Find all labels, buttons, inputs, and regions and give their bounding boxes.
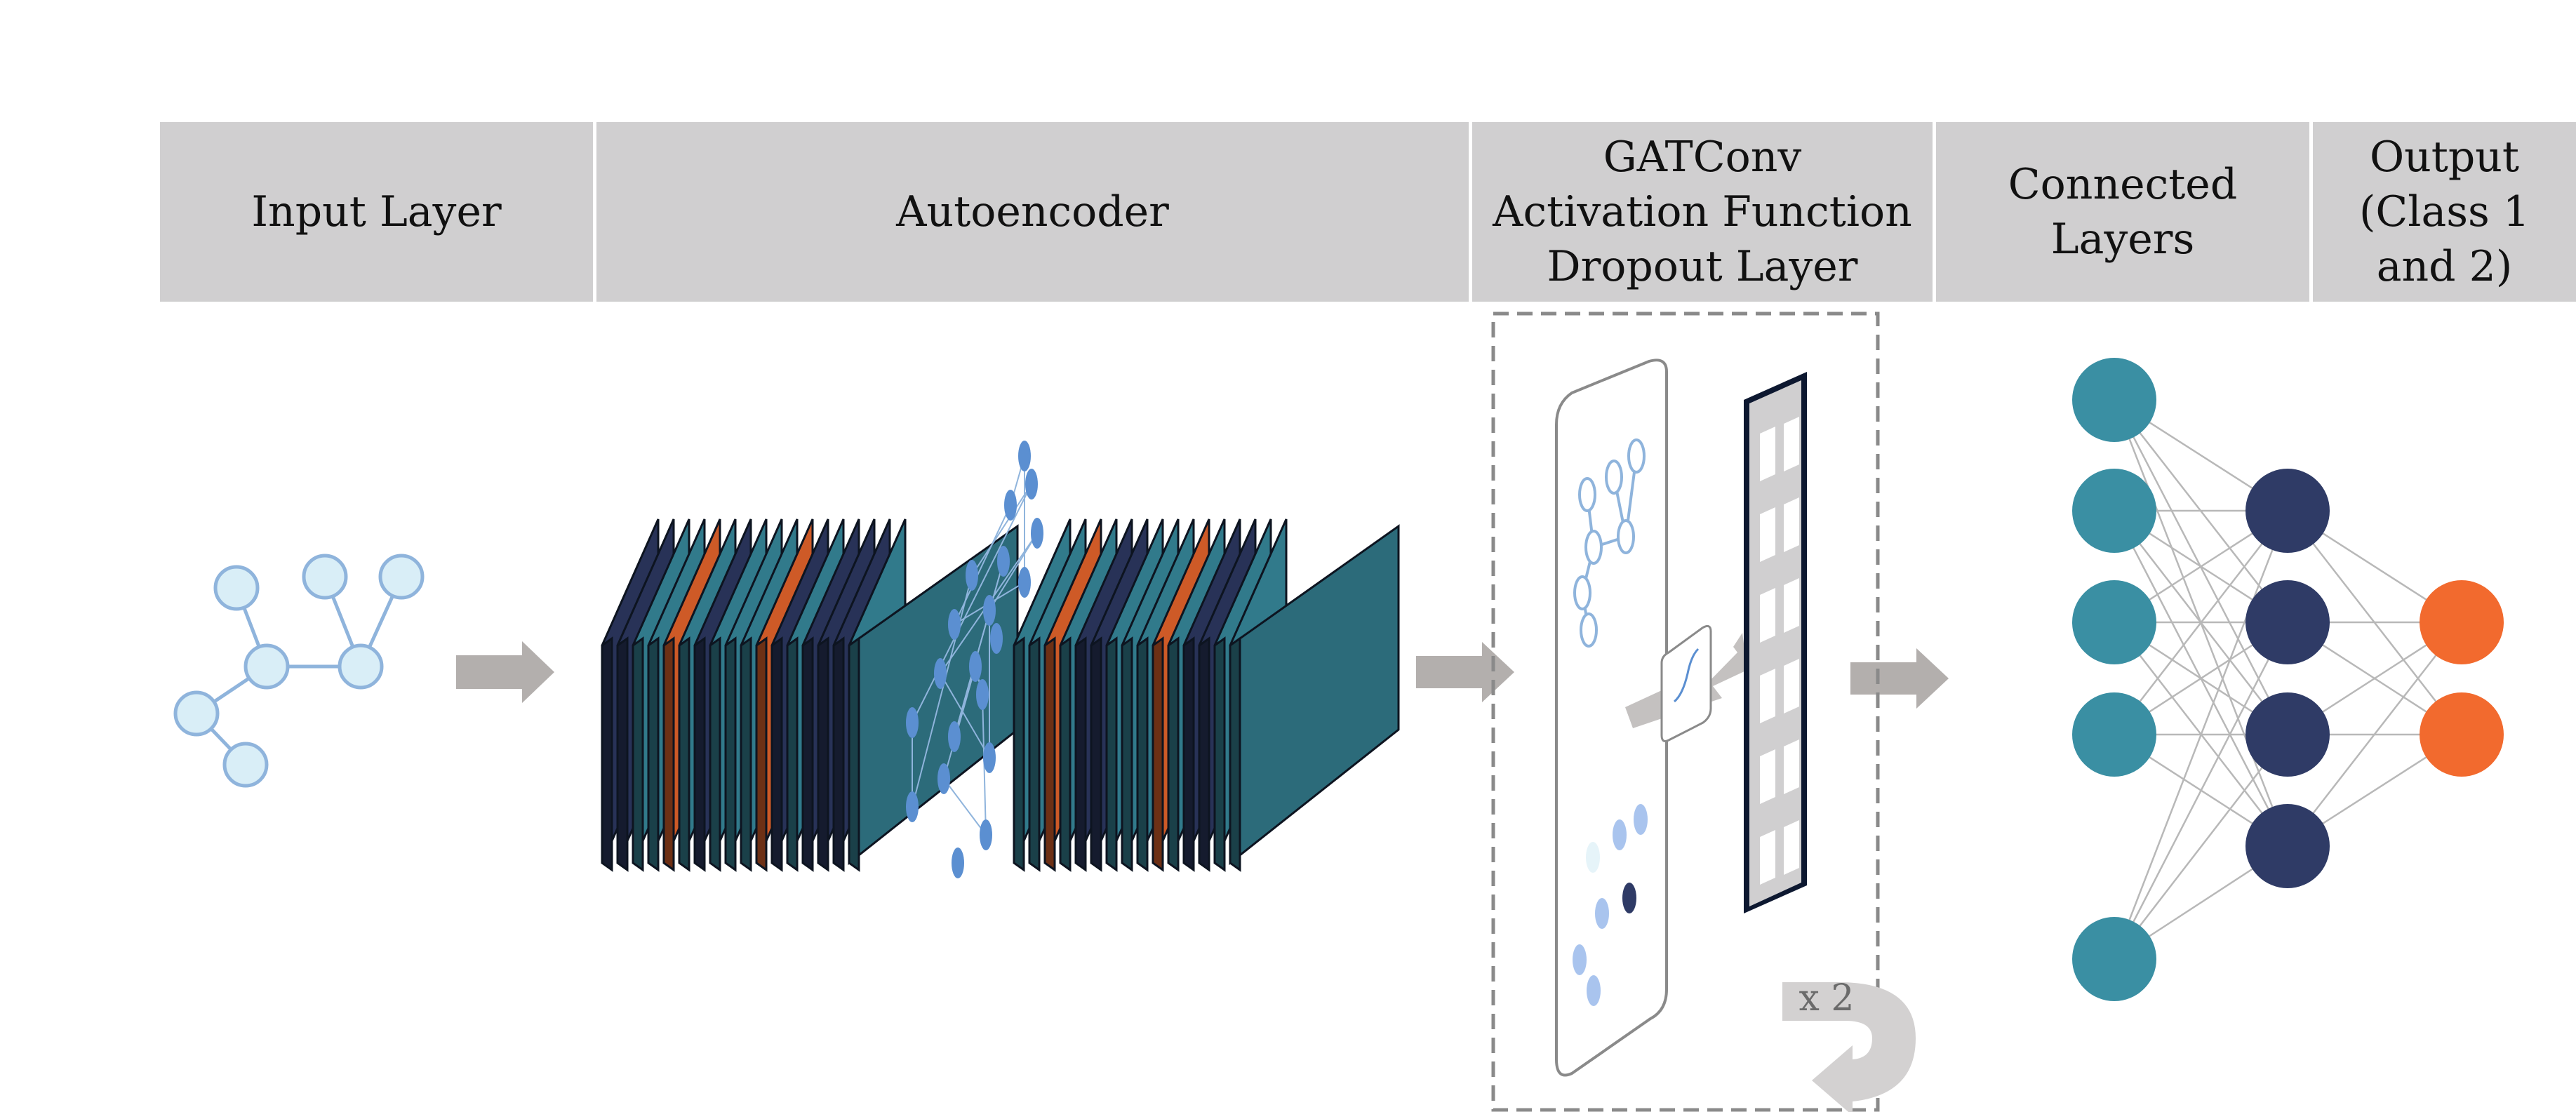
- latent-node: [1004, 490, 1017, 521]
- output-neuron: [2420, 692, 2504, 777]
- latent-node: [948, 721, 961, 752]
- latent-node: [976, 679, 989, 710]
- header-input-layer: Input Layer: [160, 122, 593, 302]
- layer-slab: [848, 518, 1019, 872]
- hidden-neuron: [2072, 917, 2156, 1001]
- hidden-neuron: [2245, 692, 2330, 777]
- hidden-neuron: [2072, 469, 2156, 553]
- arrow-icon-autoencoder-to-gat: [1416, 642, 1514, 702]
- latent-node: [906, 791, 919, 822]
- header-connected-layers: Connected Layers: [1936, 122, 2309, 302]
- latent-node: [1025, 469, 1038, 500]
- output-neuron: [2420, 580, 2504, 664]
- latent-graph-icon: [906, 441, 1043, 878]
- loop-arrow-icon: x 2: [1782, 977, 1916, 1112]
- header-output: Output (Class 1 and 2): [2313, 122, 2576, 302]
- arrow-icon-gat-to-dense: [1850, 648, 1949, 709]
- repeat-label: x 2: [1799, 977, 1855, 1019]
- hidden-neuron: [2245, 804, 2330, 888]
- gat-graph-panel-icon: [1555, 359, 1668, 1077]
- latent-node: [1018, 441, 1031, 471]
- latent-node: [934, 658, 947, 689]
- attention-dots-icon: [1573, 804, 1648, 1006]
- hidden-neuron: [2072, 692, 2156, 777]
- latent-node: [983, 742, 996, 773]
- latent-node: [983, 595, 996, 626]
- header-autoencoder: Autoencoder: [596, 122, 1469, 302]
- latent-node: [990, 623, 1003, 654]
- latent-node: [980, 819, 992, 850]
- hidden-neuron: [2245, 580, 2330, 664]
- encoder-layer-stack-icon: [601, 518, 1019, 872]
- input-graph-icon: [173, 554, 425, 788]
- latent-node: [969, 651, 982, 682]
- latent-node: [948, 609, 961, 640]
- activation-function-icon: [1625, 624, 1747, 742]
- latent-node: [1018, 567, 1031, 598]
- decoder-layer-stack-icon: [1013, 518, 1400, 872]
- header-gat-block: GATConv Activation Function Dropout Laye…: [1472, 122, 1933, 302]
- dropout-layer-icon: [1744, 372, 1807, 913]
- latent-node: [1031, 518, 1043, 549]
- hidden-neuron: [2245, 469, 2330, 553]
- gat-block-frame: [1491, 312, 1880, 1112]
- hidden-neuron: [2072, 580, 2156, 664]
- layer-slab: [1229, 518, 1400, 872]
- latent-node: [906, 707, 919, 738]
- latent-node: [966, 560, 978, 591]
- arrow-icon-input-to-encoder: [456, 641, 554, 703]
- hidden-neuron: [2072, 358, 2156, 442]
- latent-node: [997, 546, 1010, 577]
- latent-node: [952, 848, 964, 878]
- latent-node: [937, 763, 950, 794]
- dense-network-icon: [2072, 358, 2504, 1001]
